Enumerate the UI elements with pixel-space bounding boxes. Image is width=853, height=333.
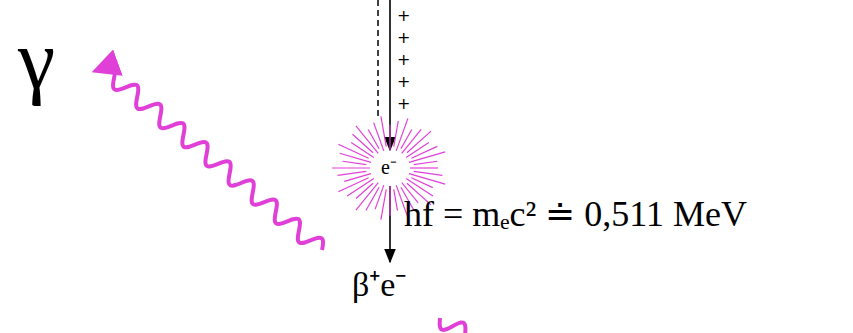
burst-ray bbox=[394, 189, 398, 210]
electron-label: e⁻ bbox=[381, 157, 397, 177]
charge-sign: + bbox=[397, 8, 410, 24]
burst-ray bbox=[410, 167, 438, 168]
burst-ray bbox=[356, 183, 373, 198]
burst-ray bbox=[381, 189, 386, 219]
burst-ray bbox=[414, 161, 438, 164]
burst-ray bbox=[344, 174, 371, 182]
charge-sign: + bbox=[397, 74, 410, 90]
burst-ray bbox=[356, 183, 378, 211]
burst-ray bbox=[394, 121, 399, 147]
outgoing-track bbox=[389, 186, 391, 262]
burst-ray bbox=[414, 171, 443, 175]
dashed-track bbox=[377, 0, 379, 118]
burst-ray bbox=[375, 185, 384, 209]
burst-ray bbox=[409, 152, 445, 163]
photon-wave bbox=[440, 318, 516, 333]
burst-ray bbox=[389, 186, 390, 216]
burst-ray bbox=[343, 161, 367, 164]
burst-ray bbox=[366, 187, 379, 210]
gamma-symbol: γ bbox=[18, 18, 55, 102]
burst-ray bbox=[389, 125, 390, 150]
charge-sign: + bbox=[397, 30, 410, 46]
energy-equation: hf = mₑc² ≐ 0,511 MeV bbox=[404, 196, 747, 232]
charge-sign: + bbox=[397, 52, 410, 68]
particle-pair: β⁺e⁻ bbox=[352, 268, 406, 302]
burst-ray bbox=[411, 178, 432, 188]
burst-ray bbox=[340, 153, 371, 162]
burst-ray bbox=[332, 167, 370, 168]
burst-ray bbox=[338, 171, 367, 175]
photon-wave bbox=[97, 65, 323, 250]
burst-ray bbox=[411, 146, 437, 158]
burst-ray bbox=[381, 116, 386, 146]
burst-ray bbox=[401, 130, 412, 149]
incoming-track bbox=[389, 0, 391, 150]
charge-sign: + bbox=[397, 96, 410, 112]
burst-ray bbox=[356, 126, 378, 154]
burst-ray bbox=[338, 178, 368, 192]
